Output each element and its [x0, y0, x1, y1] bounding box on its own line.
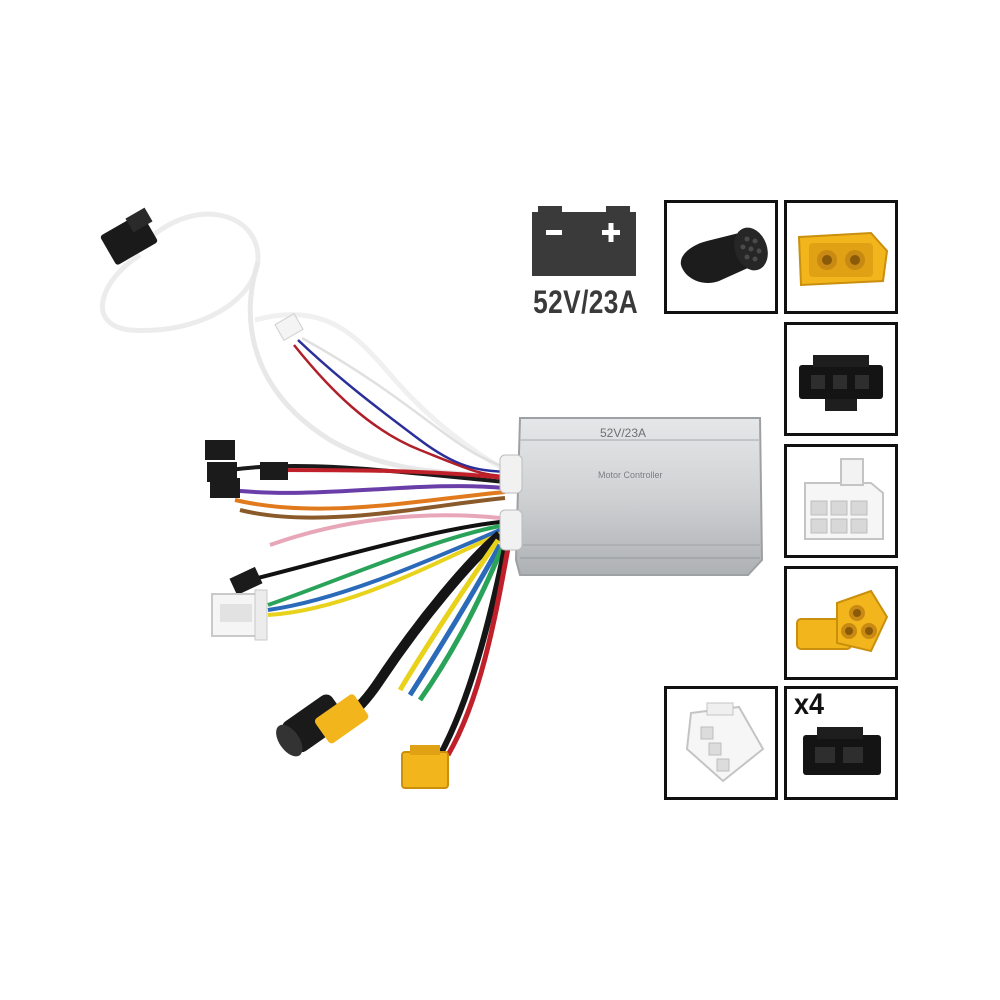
- controller-rating-text: 52V/23A: [600, 426, 646, 440]
- battery-icon: [532, 206, 636, 276]
- round-waterproof-connector-icon: [680, 227, 768, 284]
- connector-tile-white-3pin: [664, 686, 778, 800]
- black-3pin-connector-icon: [799, 355, 883, 411]
- motor-controller-housing: 52V/23A Motor Controller: [499, 417, 764, 576]
- harness-white-connector: [211, 589, 268, 641]
- connector-tile-black-3pin: [784, 322, 898, 436]
- connector-tile-white-6pin: [784, 444, 898, 558]
- connector-tile-battery: [784, 200, 898, 314]
- white-3pin-connector-icon: [685, 702, 765, 783]
- harness-small-black-connectors: [205, 440, 288, 596]
- white-6pin-connector-icon: [804, 458, 884, 540]
- black-2pin-connector-icon: [803, 727, 881, 775]
- connector-tile-motor: [784, 566, 898, 680]
- harness-xt60-plug: [401, 745, 449, 789]
- quantity-label: x4: [794, 688, 825, 721]
- connector-tile-black-2pin: [784, 686, 898, 800]
- yellow-3pin-motor-connector-icon: [796, 589, 889, 653]
- yellow-xt60-connector-icon: [797, 231, 889, 287]
- controller-name-text: Motor Controller: [598, 470, 663, 480]
- battery-rating-label: 52V/23A: [533, 284, 639, 320]
- connector-tile-display: [664, 200, 778, 314]
- harness-black-2pin-connector: [100, 207, 158, 265]
- white-wire: [99, 211, 261, 333]
